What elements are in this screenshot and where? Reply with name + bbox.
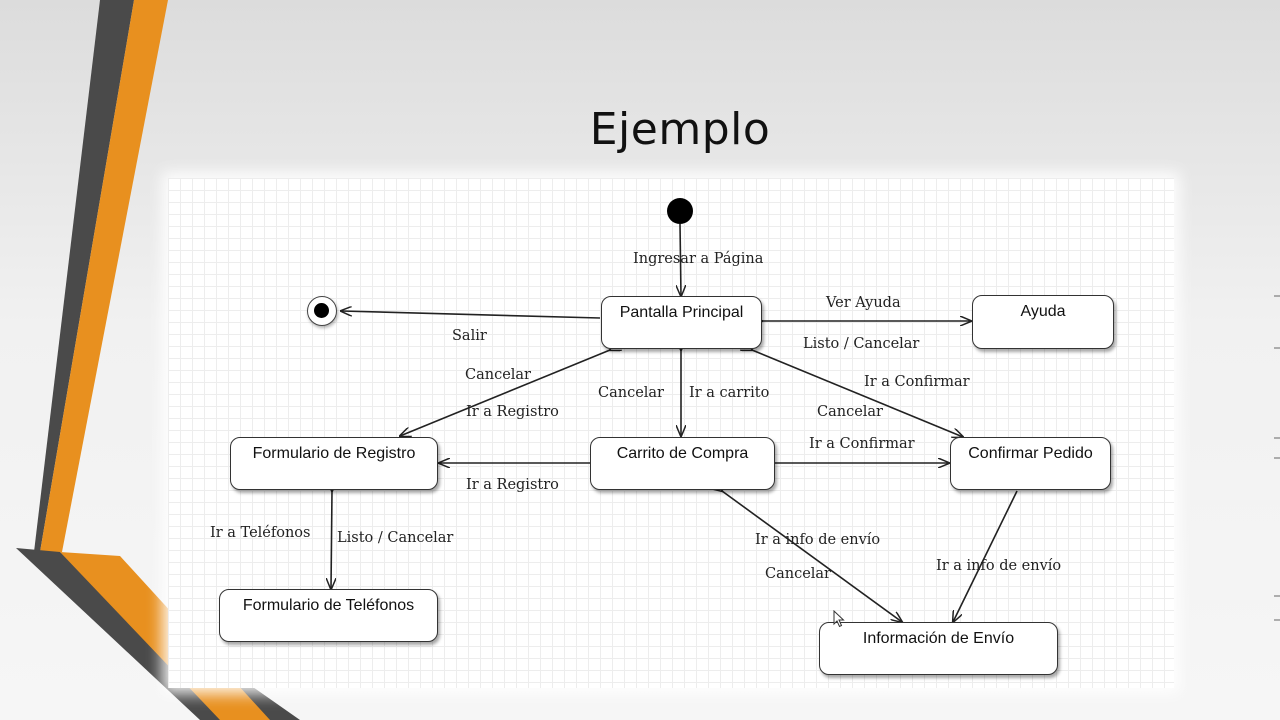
label-ir-info-envio-2: Ir a info de envío — [936, 558, 1062, 574]
final-state-dot — [314, 303, 329, 318]
label-ir-confirmar-2: Ir a Confirmar — [809, 436, 915, 452]
state-carrito-compra: Carrito de Compra — [590, 437, 775, 490]
label-salir: Salir — [452, 328, 487, 344]
mouse-cursor-icon — [833, 610, 845, 628]
label-listo-cancelar-tel: Listo / Cancelar — [337, 530, 454, 546]
arrow-carrito-envio — [722, 491, 902, 622]
arrow-confirmar-envio — [953, 490, 1018, 622]
state-formulario-telefonos: Formulario de Teléfonos — [219, 589, 438, 642]
state-confirmar-pedido: Confirmar Pedido — [950, 437, 1111, 490]
label-cancelar-confirmar: Cancelar — [817, 404, 883, 420]
label-ir-carrito: Ir a carrito — [689, 385, 770, 401]
arrow-registro-telefonos — [331, 491, 332, 589]
arrow-salir — [341, 311, 601, 319]
state-formulario-registro: Formulario de Registro — [230, 437, 438, 490]
final-state — [307, 296, 337, 326]
state-pantalla-principal: Pantalla Principal — [601, 296, 762, 349]
initial-state — [667, 198, 693, 224]
label-ingresar: Ingresar a Página — [633, 251, 764, 267]
label-listo-cancelar-ayuda: Listo / Cancelar — [803, 336, 920, 352]
label-ir-confirmar-1: Ir a Confirmar — [864, 374, 970, 390]
label-cancelar-carrito: Cancelar — [598, 385, 664, 401]
arrow-ingresar — [680, 223, 681, 296]
diagram-panel — [168, 178, 1174, 688]
slide-title: Ejemplo — [589, 104, 771, 155]
label-ir-telefonos: Ir a Teléfonos — [210, 525, 311, 541]
arrow-principal-confirmar — [752, 350, 963, 437]
edge-window-fragment — [1274, 295, 1280, 621]
label-ir-info-envio-1: Ir a info de envío — [755, 532, 881, 548]
arrow-principal-registro — [400, 350, 610, 436]
label-ir-registro-1: Ir a Registro — [466, 404, 559, 420]
label-ver-ayuda: Ver Ayuda — [826, 295, 901, 311]
state-ayuda: Ayuda — [972, 295, 1114, 349]
state-informacion-envio: Información de Envío — [819, 622, 1058, 675]
label-cancelar-registro: Cancelar — [465, 367, 531, 383]
label-ir-registro-2: Ir a Registro — [466, 477, 559, 493]
label-cancelar-envio: Cancelar — [765, 566, 831, 582]
